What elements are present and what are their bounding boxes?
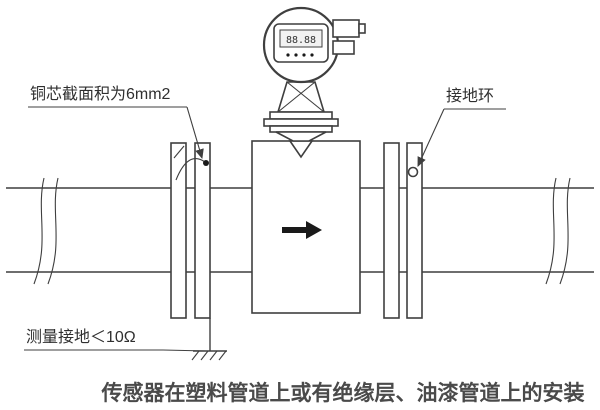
neck-flange-plate: [269, 111, 333, 120]
pipe-break-right: [545, 177, 571, 285]
flange-hatch: [173, 145, 185, 159]
right-flange: [383, 142, 423, 319]
display-button: [294, 53, 298, 57]
transmitter-head: 88.88: [262, 6, 366, 84]
grounding-ring-point: [407, 166, 419, 178]
lcd-reading: 88.88: [286, 35, 316, 46]
earth-ground: [191, 318, 227, 361]
pipe-break-left: [33, 177, 59, 285]
flow-direction-arrow-icon: [282, 221, 322, 239]
display-button: [302, 53, 306, 57]
display-button: [310, 53, 314, 57]
display-button: [286, 53, 290, 57]
left-flange: [170, 142, 211, 319]
neck-flange-plate: [269, 125, 333, 133]
annotation-copper-core: 铜芯截面积为6mm2: [28, 85, 204, 160]
grounding-ring-leader: [417, 108, 445, 168]
measurement-ground-leader: [162, 349, 208, 352]
lcd-screen: [279, 29, 323, 48]
terminal-box: [332, 19, 360, 38]
annotation-grounding-ring: 接地环: [417, 87, 506, 168]
copper-core-lug: [203, 160, 209, 166]
sensor-body: [251, 140, 361, 314]
cable-gland: [332, 40, 355, 55]
grounding-ring-label: 接地环: [446, 87, 494, 105]
terminal-bolt: [358, 23, 366, 34]
neck-flange-plate: [263, 118, 339, 127]
annotation-measurement-ground: 测量接地＜10Ω: [24, 328, 208, 352]
copper-core-wire: [175, 158, 206, 181]
copper-core-label: 铜芯截面积为6mm2: [30, 85, 171, 103]
copper-core-leader: [186, 106, 204, 160]
neck-cone: [275, 131, 327, 142]
measurement-ground-label: 测量接地＜10Ω: [26, 328, 136, 346]
figure-caption: 传感器在塑料管道上或有绝缘层、油漆管道上的安装: [101, 381, 585, 405]
transmitter-neck: [263, 81, 339, 142]
